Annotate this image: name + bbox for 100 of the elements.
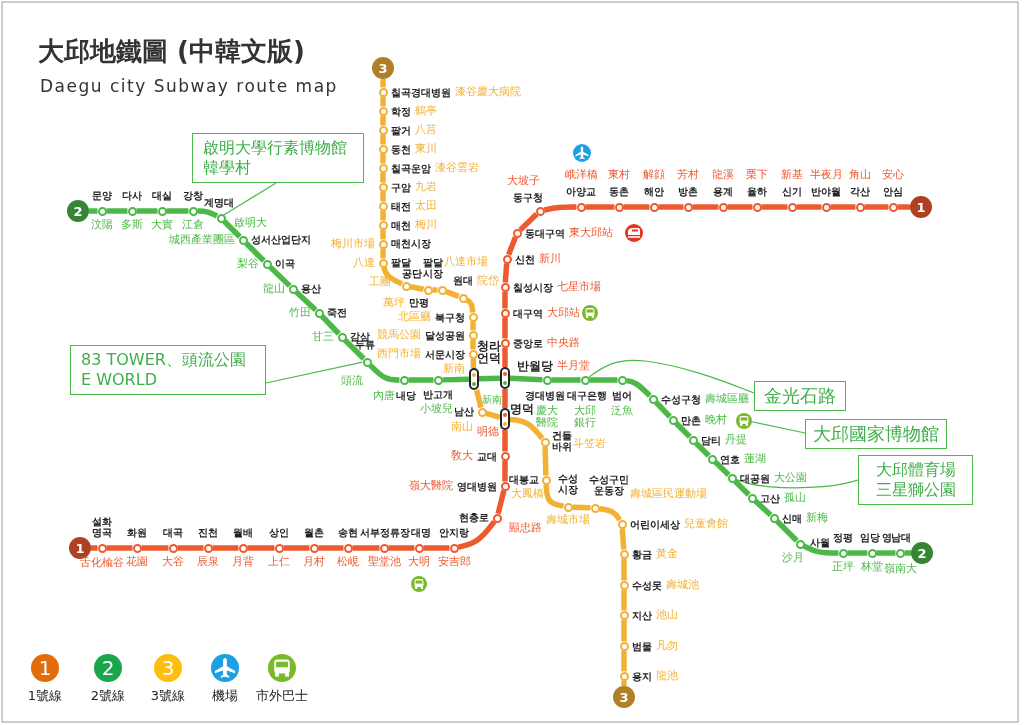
station-name: 梅川 [415,218,437,232]
station-name: 대곡 [163,527,183,539]
station-name: 태전 [391,200,411,212]
leader-line [265,361,364,384]
station-name: 太田 [415,199,437,213]
station-name: 문양 [92,190,112,202]
subway-line-segment [320,314,341,336]
station-name: 鶴亭 [415,104,437,118]
station-marker [542,375,552,385]
station-name: 팔달 시장 [422,258,444,280]
transfer-station-marker [500,408,510,430]
station-name: 수성구청 [661,393,701,405]
station-name: 매천 [391,219,411,231]
station-marker [188,206,198,216]
station-name: 江倉 [182,218,204,232]
station-name: 대봉교 [509,474,539,486]
station-name: 新南 [482,394,502,406]
station-name: 聖堂池 [367,555,401,569]
subway-line-segment [502,389,508,408]
station-marker [614,202,624,212]
station-marker [563,502,573,512]
station-name: 城西產業團區 [169,233,235,247]
station-marker [378,144,388,154]
station-marker [274,543,284,553]
subway-line-segment [876,550,896,556]
station-name: 壽城區廳 [705,392,749,406]
station-marker [157,206,167,216]
station-name: 칠성시장 [513,281,553,293]
station-name: 南山 [451,420,473,434]
subtitle: Daegu city Subway route map [40,76,338,96]
station-name: 竹田 [289,306,311,320]
subway-line-segment [244,241,266,263]
subway-line-segment [222,219,242,239]
station-marker [414,543,424,553]
station-name: 대실 [152,190,172,202]
subway-line-segment [380,153,386,164]
station-marker [378,106,388,116]
station-marker [769,513,779,523]
subway-line-segment [658,204,684,210]
legend-label: 機場 [212,687,238,705]
station-name: 嶺大醫院 [409,479,453,493]
subway-line-segment [343,338,366,361]
legend-label: 3號線 [150,687,186,705]
subway-line-segment [543,484,565,509]
station-name: 상인 [269,527,289,539]
station-name: 八達 [353,256,375,270]
station-name: 수성못 [632,579,662,591]
station-name: 구암 [391,181,411,193]
callout-box [192,133,364,183]
station-marker [399,375,409,385]
station-name: 上仁 [268,555,290,569]
subway-line-segment [897,204,910,210]
station-name: 월배 [233,527,253,539]
station-name: 남산 [454,406,474,418]
station-name: 연호 [720,453,740,465]
subway-line-segment [674,421,692,439]
station-marker [683,202,693,212]
station-marker [502,254,512,264]
station-name: 花園 [126,555,148,569]
station-marker [288,284,298,294]
station-marker [378,239,388,249]
subway-line-segment [502,430,508,452]
station-name: 계명대 [204,197,234,209]
station-marker [449,543,459,553]
station-marker [619,580,629,590]
callout-text: 大邱體育場 [875,460,956,480]
subway-line-segment [380,172,386,183]
station-marker [649,202,659,212]
subway-line-segment [380,96,386,107]
station-marker [619,549,629,559]
bus-icon [736,413,752,429]
station-name: 解顔 [643,168,665,182]
subway-line-segment [495,489,507,515]
station-name: 고산 [760,492,780,504]
station-marker [648,394,658,404]
station-marker [343,543,353,553]
callout-text: E WORLD [81,370,157,390]
station-name: 梅川市場 [331,237,375,251]
station-name: 동구청 [513,192,543,204]
subway-line-segment [166,208,189,214]
line-number-badge: 2 [67,200,89,222]
station-name: 용지 [632,670,652,682]
subway-line-segment [196,208,219,219]
line-number-badge: 3 [372,57,394,79]
subway-line-segment [753,499,773,517]
subway-line-segment [509,416,545,441]
subway-line-segment [502,291,508,309]
station-marker [437,285,447,295]
subway-line-segment [445,289,460,299]
subway-line-segment [474,389,484,409]
station-marker [500,308,510,318]
station-name: 大谷 [162,555,184,569]
station-name: 萬坪 [383,296,405,310]
callout-text: 大邱國家博物館 [813,422,939,446]
station-name: 新川 [539,252,561,266]
station-marker [379,543,389,553]
subway-line-segment [465,297,476,314]
station-name: 新梅 [806,511,828,525]
station-name: 만평 [409,297,429,309]
subway-line-segment [485,410,501,421]
